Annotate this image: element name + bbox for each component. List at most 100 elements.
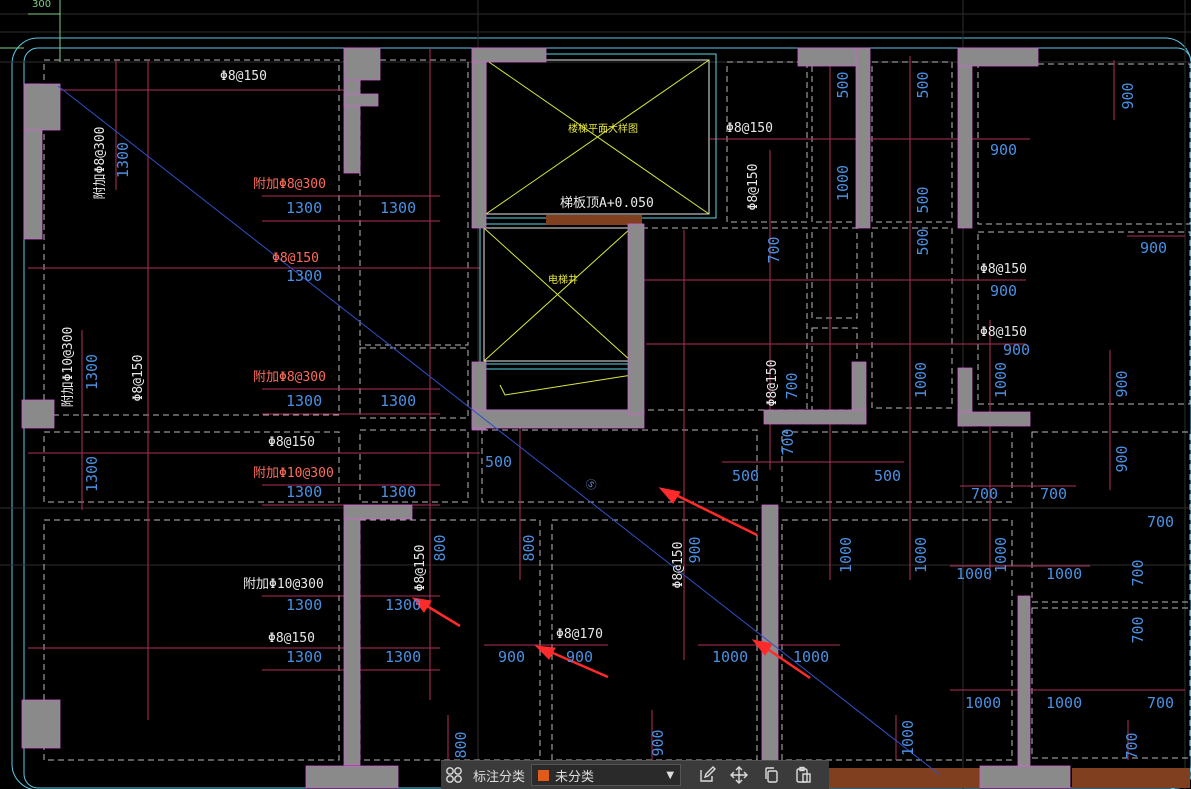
annotation-l45: 700 [1147, 694, 1174, 712]
edit-icon[interactable] [691, 762, 723, 788]
annotation-l9: Φ8@150 [268, 631, 315, 646]
corner-ruler-label: 300 [32, 0, 51, 10]
category-color-swatch [538, 769, 550, 781]
annotation-v17: 1000 [912, 362, 930, 398]
annotation-l15: 电梯井 [548, 273, 578, 286]
diagonal-reference-line [57, 85, 941, 776]
annotation-l19: 1300 [286, 392, 322, 410]
annotation-l36: 900 [990, 282, 1017, 300]
annotation-l8: 附加Φ10@300 [243, 577, 324, 592]
annotation-v5: Φ8@150 [131, 355, 146, 402]
paste-icon[interactable] [787, 762, 819, 788]
chevron-down-icon: ▼ [666, 769, 675, 781]
annotation-l43: 1000 [965, 694, 1001, 712]
annotation-v8: 500 [914, 71, 932, 98]
annotation-labels: Φ8@150Φ8@150附加Φ8@300Φ8@150附加Φ8@300Φ8@150… [61, 69, 1174, 760]
annotation-l1: Φ8@150 [220, 69, 267, 84]
walls [21, 47, 1071, 789]
copy-icon[interactable] [755, 762, 787, 788]
category-label: 标注分类 [473, 769, 526, 785]
annotation-v26: 900 [686, 536, 704, 563]
stair-elevator-boxes [477, 53, 717, 411]
annotation-toolbar: 标注分类 未分类 ▼ [441, 760, 829, 789]
annotation-v24: 800 [520, 534, 538, 561]
annotation-v11: Φ8@150 [746, 164, 761, 211]
annotation-l28: 500 [732, 467, 759, 485]
annotation-l3: 附加Φ8@300 [253, 177, 326, 192]
annotation-l14: 梯板顶A+0.050 [560, 196, 654, 211]
annotation-l25: 1300 [286, 648, 322, 666]
annotation-l35: 900 [1140, 239, 1167, 257]
annotation-l33: 1000 [793, 648, 829, 666]
annotation-l12: Φ8@150 [980, 325, 1027, 340]
annotation-v23: 800 [431, 534, 449, 561]
category-dropdown[interactable]: 未分类 ▼ [531, 764, 682, 786]
annotation-l16: 1300 [286, 199, 322, 217]
annotation-l22: 1300 [380, 483, 416, 501]
annotation-l30: 900 [498, 648, 525, 666]
annotation-v7: 500 [834, 71, 852, 98]
annotation-v32: 800 [452, 731, 470, 758]
annotation-l34: 900 [990, 141, 1017, 159]
annotation-v27: 1000 [837, 537, 855, 573]
annotation-l32: 1000 [712, 648, 748, 666]
annotation-v25: Φ8@150 [671, 542, 686, 589]
annotation-v12: 500 [914, 186, 932, 213]
annotation-v29: 1000 [992, 537, 1010, 573]
annotation-v1: 1300 [114, 142, 132, 178]
annotation-v15: Φ8@150 [765, 360, 780, 407]
annotation-v21: 900 [1113, 445, 1131, 472]
annotation-v13: 500 [914, 228, 932, 255]
annotation-v14: 700 [765, 236, 783, 263]
annotation-v16: 700 [783, 372, 801, 399]
annotation-v9: 900 [1119, 82, 1137, 109]
annotation-v4: 1300 [83, 354, 101, 390]
annotation-l6: Φ8@150 [268, 435, 315, 450]
annotation-v10: 1000 [834, 165, 852, 201]
annotation-l10: Φ8@170 [556, 627, 603, 642]
annotation-v28: 1000 [912, 537, 930, 573]
annotation-l17: 1300 [380, 199, 416, 217]
annotation-l2: Φ8@150 [726, 121, 773, 136]
annotation-l7: 附加Φ10@300 [253, 466, 334, 481]
annotation-l29: 500 [874, 467, 901, 485]
annotation-v31: 700 [1129, 616, 1147, 643]
annotation-l21: 1300 [286, 483, 322, 501]
annotation-l40: 700 [1147, 513, 1174, 531]
annotation-l24: 1300 [385, 596, 421, 614]
annotation-l23: 1300 [286, 596, 322, 614]
annotation-v18: 1000 [992, 362, 1010, 398]
annotation-l5: 附加Φ8@300 [253, 370, 326, 385]
annotation-l38: 700 [971, 485, 998, 503]
annotation-v35: 700 [1123, 732, 1141, 759]
annotation-v34: 1000 [899, 720, 917, 756]
annotation-l39: 700 [1040, 485, 1067, 503]
annotation-l44: 1000 [1046, 694, 1082, 712]
annotation-v19: 900 [1113, 370, 1131, 397]
annotation-l18: 1300 [286, 267, 322, 285]
annotation-l41: 1000 [956, 565, 992, 583]
annotation-l37: 900 [1003, 341, 1030, 359]
category-value: 未分类 [555, 769, 595, 785]
diagonal-label: Ⓢ [582, 476, 599, 493]
annotation-arrows [411, 487, 811, 680]
annotation-v33: 900 [649, 729, 667, 756]
annotation-l11: Φ8@150 [980, 262, 1027, 277]
annotation-l31: 900 [566, 648, 593, 666]
annotation-v2: 附加Φ8@300 [93, 127, 108, 200]
annotation-l4: Φ8@150 [272, 251, 319, 266]
annotation-l27: 500 [485, 453, 512, 471]
annotation-v6: 1300 [83, 456, 101, 492]
annotation-l42: 1000 [1046, 565, 1082, 583]
annotation-v3: 附加Φ10@300 [61, 327, 76, 408]
annotation-v22: Φ8@150 [413, 545, 428, 592]
annotation-v30: 700 [1129, 559, 1147, 586]
annotation-l26: 1300 [385, 648, 421, 666]
move-icon[interactable] [723, 762, 755, 788]
grid-icon[interactable] [441, 762, 467, 788]
annotation-v20: 700 [779, 428, 797, 455]
hatch-strip [546, 215, 1190, 788]
annotation-l13: 楼梯平面大样图 [568, 122, 638, 135]
annotation-l20: 1300 [380, 392, 416, 410]
